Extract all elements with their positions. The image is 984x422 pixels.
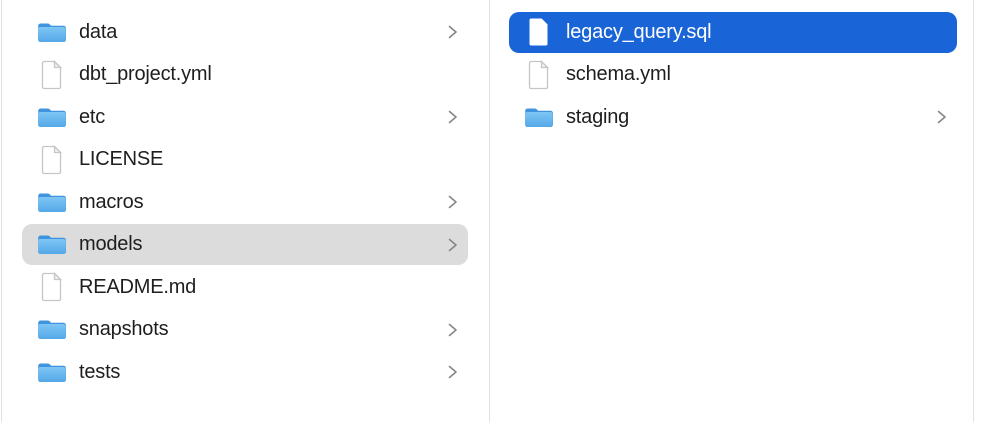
folder-icon <box>524 105 554 130</box>
row-tests[interactable]: tests <box>22 352 468 393</box>
row-label: macros <box>79 190 144 213</box>
finder-column-parent: data dbt_project.yml <box>0 0 489 422</box>
previous-column-divider <box>1 0 2 422</box>
chevron-right-icon <box>447 109 458 125</box>
chevron-right-icon <box>447 194 458 210</box>
folder-icon <box>37 360 67 385</box>
row-label: etc <box>79 105 106 128</box>
file-icon <box>524 59 554 90</box>
row-label: legacy_query.sql <box>566 20 712 43</box>
row-label: snapshots <box>79 318 169 340</box>
column-divider[interactable] <box>973 0 974 422</box>
row-label: dbt_project.yml <box>79 63 212 85</box>
row-label: README.md <box>79 275 197 298</box>
row-staging[interactable]: staging <box>509 97 957 138</box>
row-label: data <box>79 20 118 43</box>
row-schema.yml[interactable]: schema.yml <box>509 54 957 95</box>
folder-icon <box>37 317 67 342</box>
finder-column-next-stub <box>974 0 984 422</box>
folder-icon <box>37 190 67 215</box>
finder-column-child: legacy_query.sql schema.yml <box>490 0 973 422</box>
chevron-right-icon <box>447 364 458 380</box>
row-label: models <box>79 233 143 255</box>
row-label: schema.yml <box>566 63 671 85</box>
chevron-right-icon <box>447 322 458 338</box>
column-divider[interactable] <box>489 0 490 422</box>
file-icon <box>37 272 67 302</box>
file-icon <box>524 17 554 47</box>
file-icon <box>37 144 67 175</box>
row-data[interactable]: data <box>22 12 468 53</box>
file-icon <box>37 59 67 90</box>
row-models[interactable]: models <box>22 224 468 265</box>
row-LICENSE[interactable]: LICENSE <box>22 139 468 180</box>
folder-icon <box>37 105 67 130</box>
chevron-right-icon <box>447 24 458 40</box>
row-dbt_project.yml[interactable]: dbt_project.yml <box>22 54 468 95</box>
row-snapshots[interactable]: snapshots <box>22 309 468 350</box>
folder-icon <box>37 232 67 257</box>
row-etc[interactable]: etc <box>22 97 468 138</box>
row-label: LICENSE <box>79 148 164 170</box>
row-legacy_query.sql[interactable]: legacy_query.sql <box>509 11 957 53</box>
chevron-right-icon <box>936 109 947 125</box>
row-label: staging <box>566 105 630 128</box>
row-README.md[interactable]: README.md <box>22 267 468 308</box>
row-macros[interactable]: macros <box>22 182 468 223</box>
chevron-right-icon <box>447 237 458 253</box>
folder-icon <box>37 20 67 45</box>
row-label: tests <box>79 360 121 383</box>
